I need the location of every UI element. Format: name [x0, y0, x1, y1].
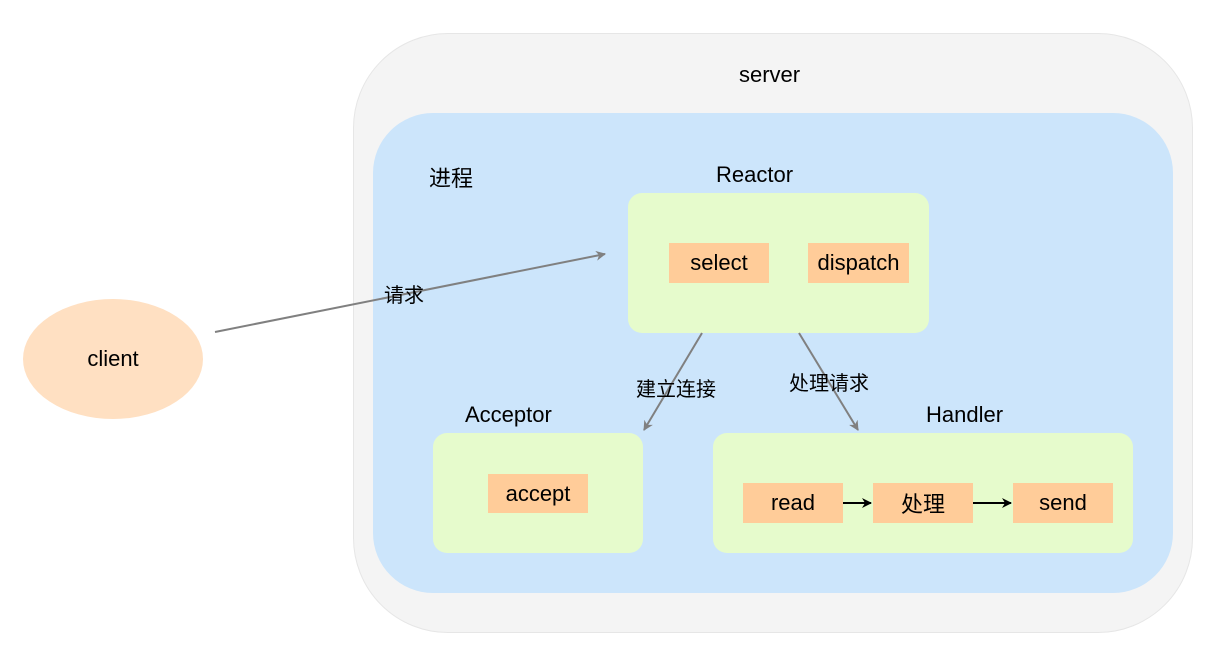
process-chip: 处理	[873, 483, 973, 523]
client-node: client	[23, 299, 203, 419]
read-chip: read	[743, 483, 843, 523]
reactor-title: Reactor	[716, 162, 794, 187]
acceptor-title: Acceptor	[465, 402, 552, 427]
send-chip: send	[1013, 483, 1113, 523]
dispatch-chip: dispatch	[808, 243, 909, 283]
accept-chip: accept	[488, 474, 588, 513]
request-arrow	[214, 250, 606, 333]
process-title: 进程	[429, 166, 474, 191]
establish-connection-edge-label: 建立连接	[636, 379, 716, 401]
server-title: server	[739, 62, 801, 87]
request-edge-label: 请求	[384, 285, 424, 307]
establish-connection-arrow	[643, 332, 703, 431]
client-label: client	[87, 346, 139, 371]
handle-request-edge-label: 处理请求	[789, 373, 869, 395]
handler-title: Handler	[926, 402, 1004, 427]
select-chip: select	[669, 243, 769, 283]
handle-request-arrow	[798, 332, 859, 431]
